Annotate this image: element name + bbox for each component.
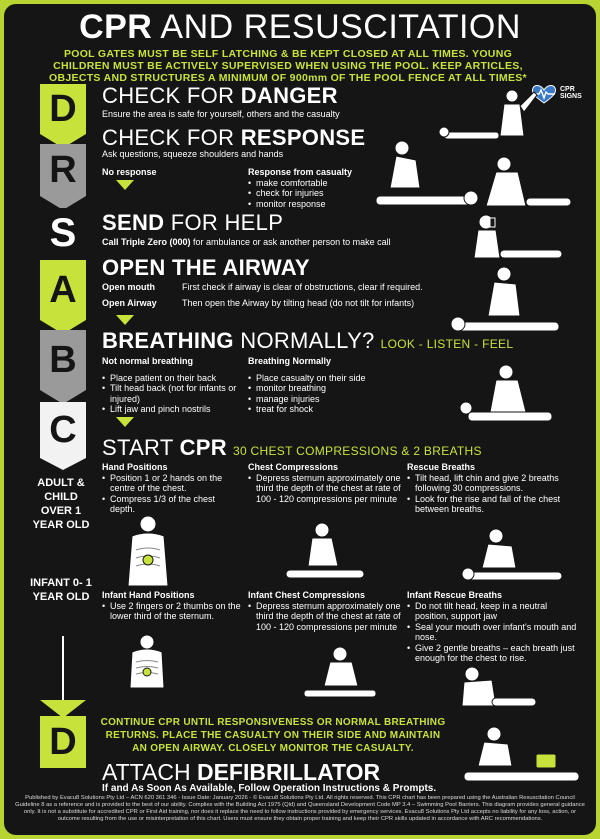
adult-chest-hands-icon — [118, 514, 178, 588]
logo-text: CPR SIGNS — [560, 86, 582, 100]
chevron-icon — [40, 700, 86, 718]
page-title: CPR AND RESUSCITATION — [79, 8, 521, 46]
infant-chest-compressions: Infant Chest Compressions Depress sternu… — [248, 590, 403, 632]
footer-disclaimer: Published by Evacu8 Solutions Pty Ltd – … — [15, 795, 585, 822]
chevron-icon — [40, 390, 86, 404]
list-item: Tilt head back (not for infants or injur… — [102, 383, 242, 404]
letter-d2-box: D — [40, 716, 86, 768]
breathing-heading: BREATHING NORMALLY?LOOK - LISTEN - FEEL — [102, 328, 514, 353]
no-response-label: No response — [102, 167, 157, 177]
letter-c-box: C — [40, 402, 86, 458]
chest-compression-illustration — [286, 522, 366, 586]
infant-label: INFANT 0- 1 YEAR OLD — [30, 577, 92, 603]
open-airway-label: Open Airway — [102, 298, 157, 308]
list-item: check for injuries — [248, 188, 378, 199]
chevron-icon — [40, 196, 86, 210]
down-arrow-icon — [116, 417, 134, 427]
response-list: Response from casualty make comfortable … — [248, 167, 378, 209]
heart-logo-icon — [531, 85, 557, 104]
pool-warning: POOL GATES MUST BE SELF LATCHING & BE KE… — [49, 48, 527, 84]
danger-text: Ensure the area is safe for yourself, ot… — [102, 109, 340, 119]
list-item: treat for shock — [248, 404, 388, 415]
letter-d: D — [49, 87, 77, 130]
list-item: manage injuries — [248, 394, 388, 405]
chevron-icon — [40, 458, 86, 470]
list-item: Use 2 fingers or 2 thumbs on the lower t… — [102, 601, 242, 622]
down-arrow-icon — [116, 180, 134, 190]
list-item: Give 2 gentle breaths – each breath just… — [407, 643, 579, 664]
infant-rescue-illustration — [452, 662, 542, 714]
letter-b-box: B — [40, 330, 86, 390]
defibrillator-illustration — [454, 726, 584, 790]
airway-heading: OPEN THE AIRWAY — [102, 255, 310, 280]
defibrillator-heading: ATTACH DEFIBRILLATOR — [102, 759, 381, 785]
letter-d-box: D — [40, 84, 86, 134]
list-item: Place casualty on their side — [248, 373, 388, 384]
open-airway-illustration — [444, 262, 564, 337]
breathing-normal-list: Breathing Normally Place casualty on the… — [248, 356, 388, 415]
response-text: Ask questions, squeeze shoulders and han… — [102, 149, 284, 159]
down-arrow-icon — [116, 315, 134, 325]
divider-line — [62, 636, 64, 712]
rescuer-waving-illustration — [434, 86, 554, 141]
letter-d: D — [49, 720, 77, 763]
list-item: Seal your mouth over infant's mouth and … — [407, 622, 579, 643]
open-mouth-text: First check if airway is clear of obstru… — [182, 282, 423, 292]
list-item: Position 1 or 2 hands on the centre of t… — [102, 473, 240, 494]
cpr-poster: CPR AND RESUSCITATION POOL GATES MUST BE… — [4, 4, 596, 835]
infant-hand-positions: Infant Hand Positions Use 2 fingers or 2… — [102, 590, 242, 622]
recovery-position-illustration — [456, 360, 556, 430]
infant-chest-icon — [122, 634, 172, 690]
check-response-illustration — [376, 136, 576, 211]
letter-b: B — [49, 338, 77, 381]
drsabcd-column: D R S A B C ADULT & CHILD OVER 1 YEAR OL… — [30, 84, 92, 824]
list-item: Place patient on their back — [102, 373, 242, 384]
infant-rescue-breaths: Infant Rescue Breaths Do not tilt head, … — [407, 590, 579, 664]
letter-a-box: A — [40, 260, 86, 320]
defibrillator-text: If and As Soon As Available, Follow Oper… — [102, 783, 437, 794]
hand-positions: Hand Positions Position 1 or 2 hands on … — [102, 462, 240, 515]
rescue-breath-illustration — [456, 524, 566, 584]
list-item: Depress sternum approximately one third … — [248, 473, 403, 505]
chest-compressions: Chest Compressions Depress sternum appro… — [248, 462, 403, 504]
rescue-breaths: Rescue Breaths Tilt head, lift chin and … — [407, 462, 577, 515]
letter-c: C — [49, 408, 77, 451]
list-item: Tilt head, lift chin and give 2 breaths … — [407, 473, 577, 494]
continue-cpr-text: CONTINUE CPR UNTIL RESPONSIVENESS OR NOR… — [100, 717, 446, 754]
letter-s-box: S — [40, 208, 86, 258]
not-normal-list: Not normal breathing Place patient on th… — [102, 356, 242, 415]
list-item: Depress sternum approximately one third … — [248, 601, 403, 633]
send-text: Call Triple Zero (000) for ambulance or … — [102, 237, 391, 247]
adult-child-label: ADULT & CHILD OVER 1 YEAR OLD — [32, 477, 90, 531]
list-item: Look for the rise and fall of the chest … — [407, 494, 577, 515]
letter-r-box: R — [40, 144, 86, 196]
phone-call-illustration — [456, 212, 566, 262]
list-item: monitor breathing — [248, 383, 388, 394]
send-heading: SEND FOR HELP — [102, 210, 284, 235]
letter-a: A — [49, 268, 77, 311]
infant-compression-illustration — [300, 646, 380, 702]
list-item: make comfortable — [248, 178, 378, 189]
letter-s: S — [49, 210, 77, 255]
list-item: Do not tilt head, keep in a neutral posi… — [407, 601, 579, 622]
open-airway-text: Then open the Airway by tilting head (do… — [182, 298, 415, 308]
letter-r: R — [49, 148, 77, 191]
danger-heading: CHECK FOR DANGER — [102, 83, 338, 108]
list-item: Compress 1/3 of the chest depth. — [102, 494, 240, 515]
list-item: monitor response — [248, 199, 378, 210]
open-mouth-label: Open mouth — [102, 282, 155, 292]
response-heading: CHECK FOR RESPONSE — [102, 125, 366, 150]
list-item: Lift jaw and pinch nostrils — [102, 404, 242, 415]
